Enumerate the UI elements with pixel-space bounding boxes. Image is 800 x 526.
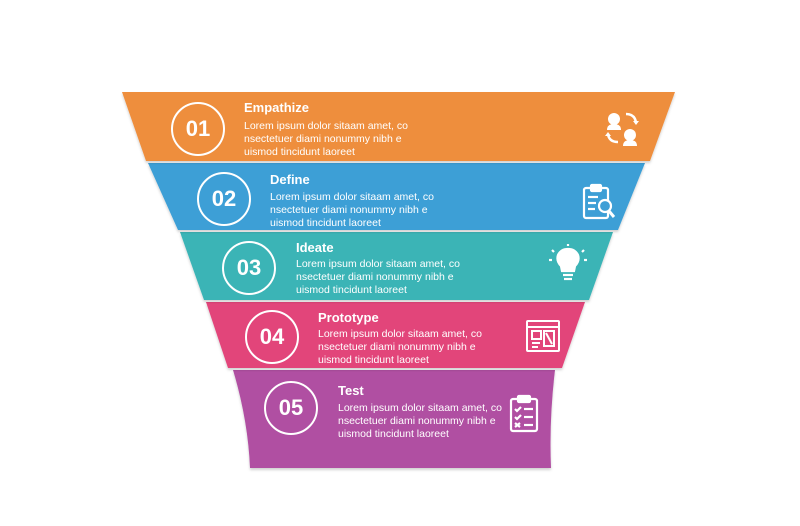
- step-desc-3: Lorem ipsum dolor sitaam amet, co nsecte…: [296, 258, 496, 297]
- step-number-4: 04: [245, 310, 299, 364]
- step-title-1: Empathize: [244, 100, 310, 115]
- step-desc-line: uismod tincidunt laoreet: [270, 217, 381, 229]
- step-number-5: 05: [264, 381, 318, 435]
- lightbulb-icon: [548, 244, 588, 284]
- step-title-5: Test: [338, 383, 364, 398]
- step-desc-4: Lorem ipsum dolor sitaam amet, co nsecte…: [318, 328, 518, 367]
- step-desc-line: nsectetuer diami nonummy nibh e: [318, 341, 476, 353]
- step-desc-line: Lorem ipsum dolor sitaam amet, co: [338, 402, 502, 414]
- step-number-1: 01: [171, 102, 225, 156]
- clipboard-search-icon: [578, 182, 618, 222]
- step-desc-line: nsectetuer diami nonummy nibh e: [270, 204, 428, 216]
- step-title-4: Prototype: [318, 310, 379, 325]
- funnel-band-4: [206, 302, 585, 368]
- funnel-band-3: [180, 232, 613, 300]
- step-desc-line: uismod tincidunt laoreet: [338, 428, 449, 440]
- step-desc-line: nsectetuer diami nonummy nibh e: [338, 415, 496, 427]
- step-title-3: Ideate: [296, 240, 334, 255]
- step-desc-line: Lorem ipsum dolor sitaam amet, co: [296, 258, 460, 270]
- funnel-band-1: [122, 92, 675, 161]
- step-desc-5: Lorem ipsum dolor sitaam amet, co nsecte…: [338, 402, 538, 441]
- step-desc-line: uismod tincidunt laoreet: [244, 146, 355, 158]
- blueprint-icon: [523, 316, 563, 356]
- step-number-3: 03: [222, 241, 276, 295]
- checklist-icon: [504, 394, 544, 434]
- step-desc-line: uismod tincidunt laoreet: [318, 354, 429, 366]
- step-desc-line: Lorem ipsum dolor sitaam amet, co: [270, 191, 434, 203]
- step-number-2: 02: [197, 172, 251, 226]
- step-desc-1: Lorem ipsum dolor sitaam amet, co nsecte…: [244, 120, 444, 159]
- step-desc-2: Lorem ipsum dolor sitaam amet, co nsecte…: [270, 191, 470, 230]
- step-desc-line: Lorem ipsum dolor sitaam amet, co: [318, 328, 482, 340]
- step-desc-line: nsectetuer diami nonummy nibh e: [244, 133, 402, 145]
- step-desc-line: Lorem ipsum dolor sitaam amet, co: [244, 120, 408, 132]
- step-title-2: Define: [270, 172, 310, 187]
- empathy-heads-icon: [602, 108, 642, 148]
- funnel-band-2: [148, 163, 645, 230]
- step-desc-line: uismod tincidunt laoreet: [296, 284, 407, 296]
- step-desc-line: nsectetuer diami nonummy nibh e: [296, 271, 454, 283]
